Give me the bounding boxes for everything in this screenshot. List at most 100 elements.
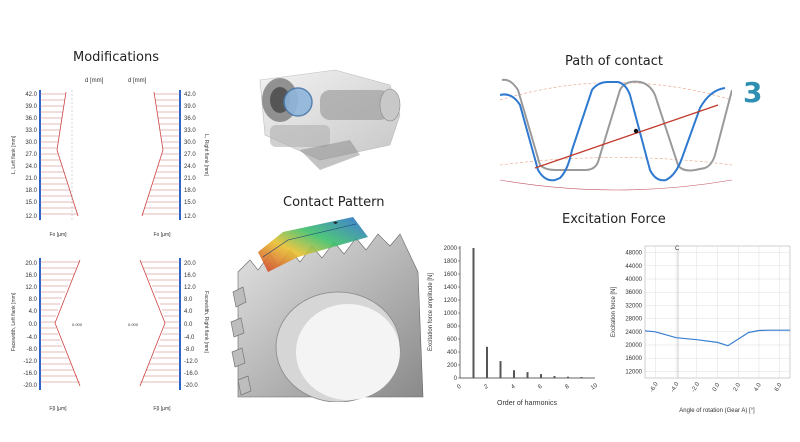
tick-label: 15.0: [25, 200, 37, 206]
addendum-circle: [500, 82, 732, 101]
harmonic-bar: [526, 372, 529, 378]
tick-label: 8.0: [29, 297, 38, 303]
tick-labels-top-left: 42.0 39.0 36.0 33.0 30.0 27.0 24.0 21.0 …: [25, 92, 37, 220]
x-axis-label: Order of harmonics: [497, 400, 557, 407]
svg-text:◂▸: ◂▸: [333, 220, 339, 226]
tick-label: 24.0: [25, 164, 37, 170]
x-tick-label: 4: [510, 383, 517, 390]
tick-label: 20.0: [184, 261, 196, 267]
step-number: 3: [743, 76, 763, 109]
gear-a-profile: [501, 78, 732, 172]
y-tick-label: 1200: [444, 298, 458, 304]
tick-label: -12.0: [184, 359, 198, 365]
tick-label: 4.0: [29, 309, 38, 315]
excitation-force-line-chart: 1200016000200002400028000320003600040000…: [611, 245, 791, 414]
tick-label: 12.0: [184, 214, 196, 220]
x-tick-label: 4.0: [753, 382, 763, 393]
tick-label: 15.0: [184, 200, 196, 206]
line-of-action: [534, 104, 719, 169]
x-tick-label: -2.0: [691, 381, 702, 394]
y-tick-label: 20000: [625, 343, 642, 349]
tick-label: -4.0: [184, 335, 195, 341]
tick-label: 42.0: [184, 92, 196, 98]
harmonic-bar: [580, 377, 583, 378]
tick-label: 30.0: [25, 140, 37, 146]
x-tick-label: -4.0: [670, 381, 681, 394]
tick-labels-bottom-left: 20.0 16.0 12.0 8.0 4.0 0.0 -4.0 -8.0 -12…: [23, 261, 37, 389]
y-tick-label: 1600: [444, 272, 458, 278]
harmonic-bar: [540, 374, 542, 378]
y-tick-label: 800: [447, 324, 458, 330]
gear-highlight: [283, 87, 313, 117]
contact-pattern-gear-image: ◂▸: [230, 217, 424, 402]
modification-hatch-bottom-right: [140, 261, 180, 383]
x-tick-label: 6: [537, 383, 544, 390]
excitation-force-title: Excitation Force: [562, 212, 666, 227]
gearbox-3d-image: [259, 69, 401, 170]
modification-curve: [141, 91, 164, 217]
y-axis-label: L, Left flank [mm]: [11, 135, 17, 174]
contact-pattern-title: Contact Pattern: [283, 195, 385, 210]
y-tick-label: 200: [447, 363, 458, 369]
x-tick-label: 8: [564, 383, 571, 390]
base-circle: [500, 179, 732, 191]
y-tick-label: 12000: [625, 369, 642, 375]
harmonic-bar: [486, 346, 488, 378]
x-tick-label: 10: [590, 382, 599, 391]
modification-chart-top-left: 42.0 39.0 36.0 33.0 30.0 27.0 24.0 21.0 …: [11, 78, 104, 238]
x-axis-label: Fβ [µm]: [153, 406, 171, 412]
tick-label: -20.0: [184, 383, 198, 389]
tick-label: 4.0: [184, 309, 193, 315]
center-value: 0.000: [72, 322, 83, 327]
tick-label: 21.0: [25, 176, 37, 182]
tick-label: 33.0: [25, 128, 37, 134]
y-tick-label: 1400: [444, 285, 458, 291]
x-axis-label: Angle of rotation (Gear A) [°]: [679, 408, 755, 414]
modification-curve: [54, 259, 81, 387]
y-tick-label: 1000: [444, 311, 458, 317]
tick-label: 39.0: [184, 104, 196, 110]
tick-label: -12.0: [23, 359, 37, 365]
gear-b-profile: [500, 81, 726, 182]
tick-label: 18.0: [25, 188, 37, 194]
tick-label: 0.0: [184, 322, 193, 328]
tick-label: 8.0: [184, 297, 193, 303]
harmonic-bar: [567, 376, 569, 378]
x-tick-label: 0.0: [712, 382, 722, 393]
modification-chart-top-right: 42.0 39.0 36.0 33.0 30.0 27.0 24.0 21.0 …: [128, 78, 209, 238]
y-tick-label: 600: [447, 337, 458, 343]
y-tick-label: 28000: [625, 317, 642, 323]
y-tick-label: 2000: [444, 246, 458, 252]
tick-label: 42.0: [25, 92, 37, 98]
column-header: d [mm]: [128, 78, 147, 84]
modification-hatch-top-left: [40, 93, 78, 215]
harmonic-bar: [472, 248, 475, 378]
modification-chart-bottom-left: 20.0 16.0 12.0 8.0 4.0 0.0 -4.0 -8.0 -12…: [11, 258, 83, 412]
tick-label: 33.0: [184, 128, 196, 134]
y-axis-label: L, Right flank [mm]: [203, 134, 209, 176]
modification-hatch-bottom-left: [40, 261, 80, 383]
x-tick-label: 0: [456, 383, 463, 390]
tick-label: 36.0: [184, 116, 196, 122]
tick-label: -16.0: [184, 371, 198, 377]
modification-chart-bottom-right: 20.0 16.0 12.0 8.0 4.0 0.0 -4.0 -8.0 -12…: [128, 258, 209, 412]
path-of-contact-diagram: [500, 78, 732, 191]
marker-label-c: C: [675, 246, 680, 252]
modifications-title: Modifications: [73, 50, 160, 65]
tick-label: 0.0: [29, 322, 38, 328]
tick-labels-bottom-right: 20.0 16.0 12.0 8.0 4.0 0.0 -4.0 -8.0 -12…: [184, 261, 198, 389]
tick-label: 20.0: [25, 261, 37, 267]
harmonic-bar: [553, 376, 556, 378]
column-header: d [mm]: [85, 78, 104, 84]
path-of-contact-title: Path of contact: [565, 54, 664, 69]
y-tick-label: 400: [447, 350, 458, 356]
modification-curve: [139, 259, 166, 387]
y-tick-label: 16000: [625, 356, 642, 362]
y-axis-label: Facewidth, Right flank [mm]: [203, 291, 209, 353]
tick-label: 16.0: [25, 273, 37, 279]
tick-label: 12.0: [25, 214, 37, 220]
tick-label: 30.0: [184, 140, 196, 146]
x-axis-label: Fo [µm]: [153, 232, 171, 238]
tick-label: 27.0: [25, 152, 37, 158]
